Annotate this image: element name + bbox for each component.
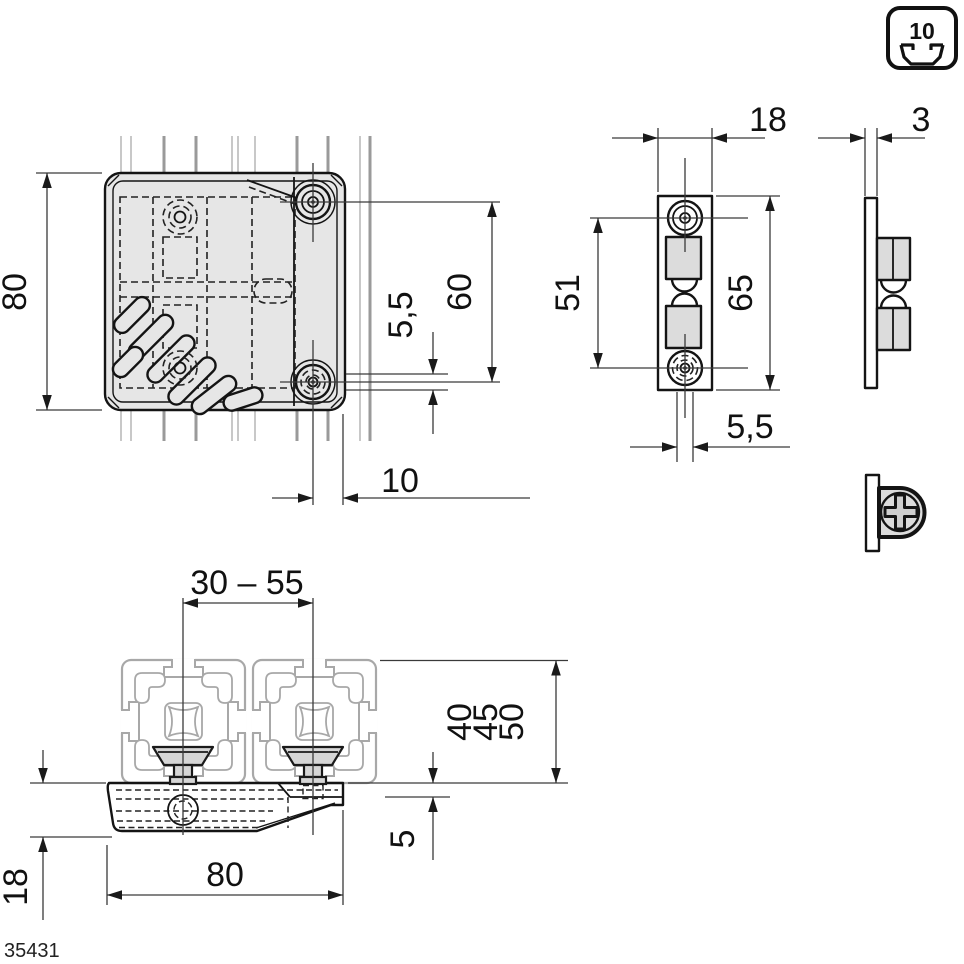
svg-text:45: 45 — [467, 703, 505, 741]
bottom-mounting-view: 30 – 55 40 45 50 5 80 18 — [0, 564, 568, 920]
svg-text:3: 3 — [912, 101, 931, 139]
svg-text:18: 18 — [0, 868, 35, 906]
door-stop-body — [103, 171, 347, 412]
drawing-number: 35431 — [4, 940, 60, 962]
latch-ball-upper — [670, 278, 699, 293]
front-view: 80 60 5,5 10 — [0, 136, 530, 505]
dim-front-edge-offset: 10 — [272, 414, 530, 505]
svg-text:40: 40 — [441, 703, 479, 741]
dim-plate-slot-width: 5,5 — [630, 392, 790, 462]
groove-size-icon: 10 — [886, 6, 958, 70]
bracket-section — [106, 781, 345, 833]
strike-plate-front-view: 18 51 65 5,5 — [549, 101, 790, 462]
upper-hole — [162, 199, 198, 235]
latch-block-upper — [664, 235, 703, 281]
phillips-cross-icon — [883, 493, 919, 531]
groove-profile-icon — [899, 43, 945, 66]
strike-plate-side-body — [863, 196, 879, 390]
dim-front-height: 80 — [0, 172, 102, 411]
dim-bracket-length: 80 — [106, 810, 344, 905]
dim-plate-height: 65 — [716, 195, 780, 391]
dim-profile-sizes: 40 45 50 — [348, 659, 568, 784]
dim-plate-hole-spacing: 51 — [549, 218, 603, 368]
svg-text:5,5: 5,5 — [382, 291, 420, 338]
svg-text:80: 80 — [0, 273, 34, 311]
dim-mounting-range: 30 – 55 — [183, 564, 313, 608]
dim-front-hole-spacing: 60 — [441, 202, 497, 382]
svg-text:50: 50 — [493, 703, 531, 741]
icon-frame — [886, 6, 958, 70]
svg-text:30 – 55: 30 – 55 — [190, 564, 303, 602]
svg-text:10: 10 — [381, 462, 419, 500]
screw-detail-view — [864, 473, 927, 553]
dim-bracket-height: 18 — [0, 750, 112, 920]
hidden-lines — [119, 196, 296, 389]
dim-plate-width: 18 — [612, 101, 787, 192]
svg-text:65: 65 — [722, 274, 760, 312]
dim-plate-thickness: 3 — [818, 101, 930, 196]
dim-front-slot-width: 5,5 — [346, 291, 448, 434]
svg-text:60: 60 — [441, 273, 479, 311]
bracket-hidden-lines — [116, 784, 338, 829]
strike-plate-side-view: 3 — [818, 101, 930, 390]
icon-size-label: 10 — [909, 18, 935, 44]
latch-block-lower — [664, 304, 703, 350]
dim-recess-depth: 5 — [384, 752, 450, 860]
svg-text:18: 18 — [749, 101, 787, 139]
lower-hole — [162, 350, 198, 386]
svg-text:5: 5 — [384, 830, 422, 849]
latch-ball-lower — [670, 292, 699, 307]
svg-text:80: 80 — [206, 856, 244, 894]
svg-text:5,5: 5,5 — [726, 408, 773, 446]
svg-text:51: 51 — [549, 274, 587, 312]
